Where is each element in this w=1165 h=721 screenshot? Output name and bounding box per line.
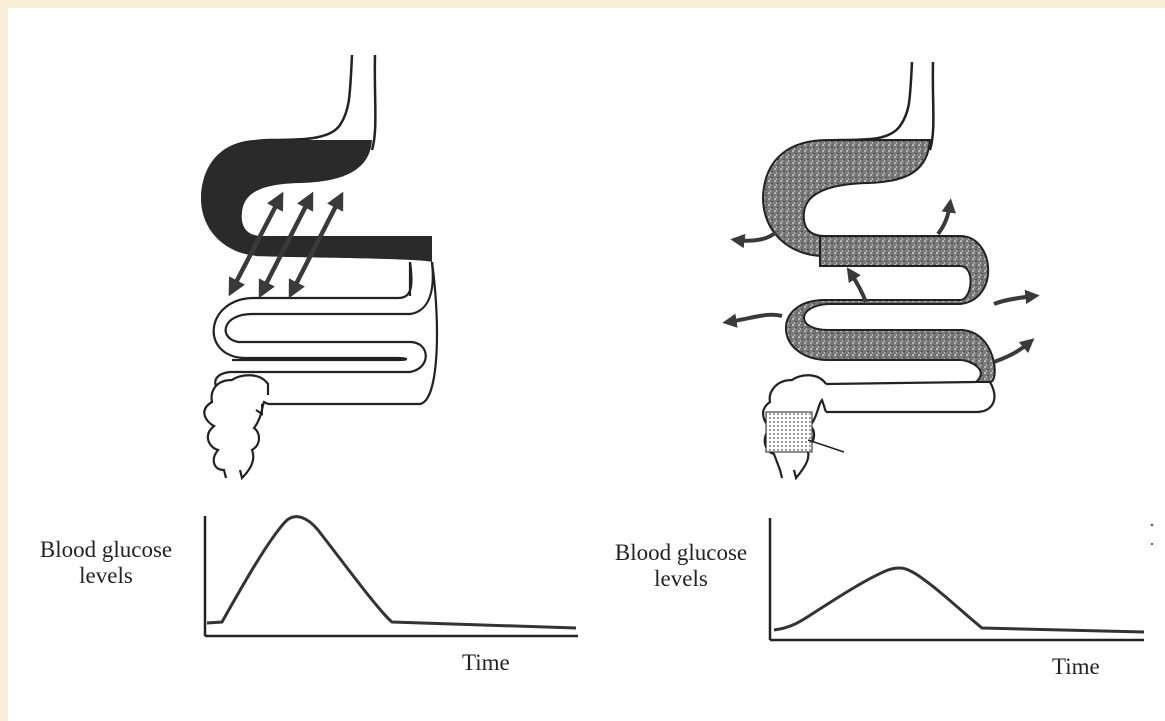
left-glucose-graph	[205, 516, 578, 636]
left-y-axis-label-line2: levels	[18, 563, 194, 589]
left-x-axis-label: Time	[462, 650, 510, 676]
right-gut-diagram	[728, 62, 1034, 478]
right-intestine-filled	[786, 236, 995, 382]
right-y-axis-label-line1: Blood glucose	[593, 540, 769, 566]
right-glucose-curve	[774, 568, 1144, 632]
right-y-axis-label: Blood glucose levels	[593, 540, 769, 592]
right-y-axis-label-line2: levels	[593, 566, 769, 592]
left-colon	[204, 375, 268, 478]
right-glucose-graph	[770, 518, 1144, 640]
left-y-axis-label: Blood glucose levels	[18, 537, 194, 589]
right-x-axis-label: Time	[1052, 654, 1100, 680]
left-gut-diagram	[201, 55, 437, 478]
left-glucose-curve	[207, 517, 576, 628]
right-colon-fiber-mass	[766, 412, 812, 452]
left-y-axis-label-line1: Blood glucose	[18, 537, 194, 563]
